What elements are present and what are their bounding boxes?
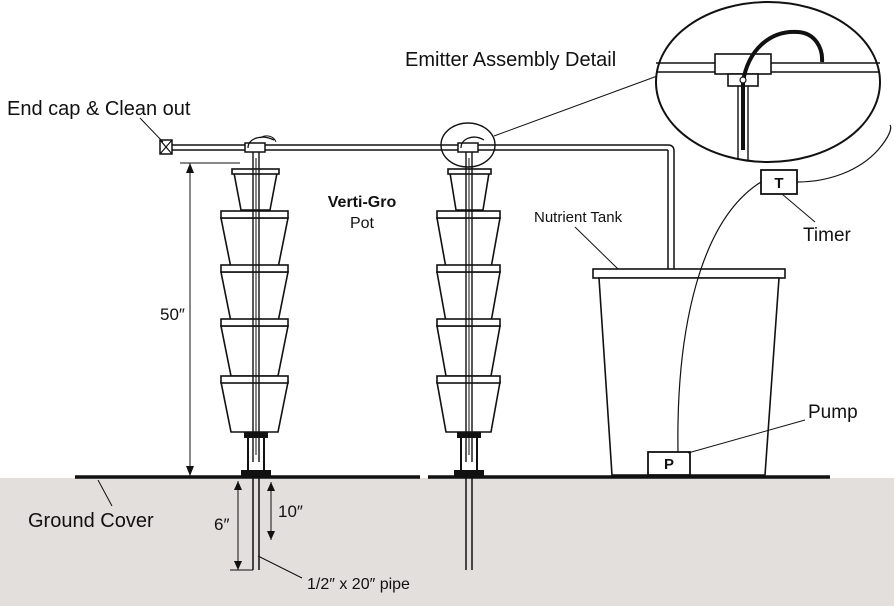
height-label: 50″ [160,305,185,324]
end-cap-leader [139,117,164,143]
tank-leader [574,226,619,270]
ground-cover-label: Ground Cover [28,510,154,532]
end-cap-label: End cap & Clean out [7,98,191,120]
tower-left [220,135,289,570]
pump-leader [687,419,806,454]
power-cord [796,124,892,183]
ground-area [0,478,894,606]
pot-label: Pot [350,215,375,232]
depth-10-label: 10″ [278,502,303,521]
timer-cord [677,181,762,453]
nutrient-tank [592,268,786,476]
emitter-detail-bubble [655,1,881,163]
depth-10-dimension [267,482,275,540]
emitter-callout-ring [440,122,496,168]
pump-box-letter: P [664,456,674,473]
timer-box-letter: T [774,175,783,192]
depth-6-dimension [230,481,253,571]
emitter-detail-label: Emitter Assembly Detail [405,49,616,71]
nutrient-tank-label: Nutrient Tank [534,209,623,226]
emitter-callout-leader [493,74,661,137]
tower-right [436,136,501,570]
timer-leader [781,193,816,223]
brand-label: Verti-Gro [328,194,397,211]
pump-box [647,451,691,476]
pump-label: Pump [808,402,858,423]
end-cap [159,139,173,155]
pipe-label: 1/2″ x 20″ pipe [307,576,410,593]
depth-6-label: 6″ [214,515,229,534]
timer-label: Timer [803,225,852,246]
ground-cover-leader [97,479,113,507]
pipe-leader [257,555,303,579]
height-dimension [180,162,240,476]
